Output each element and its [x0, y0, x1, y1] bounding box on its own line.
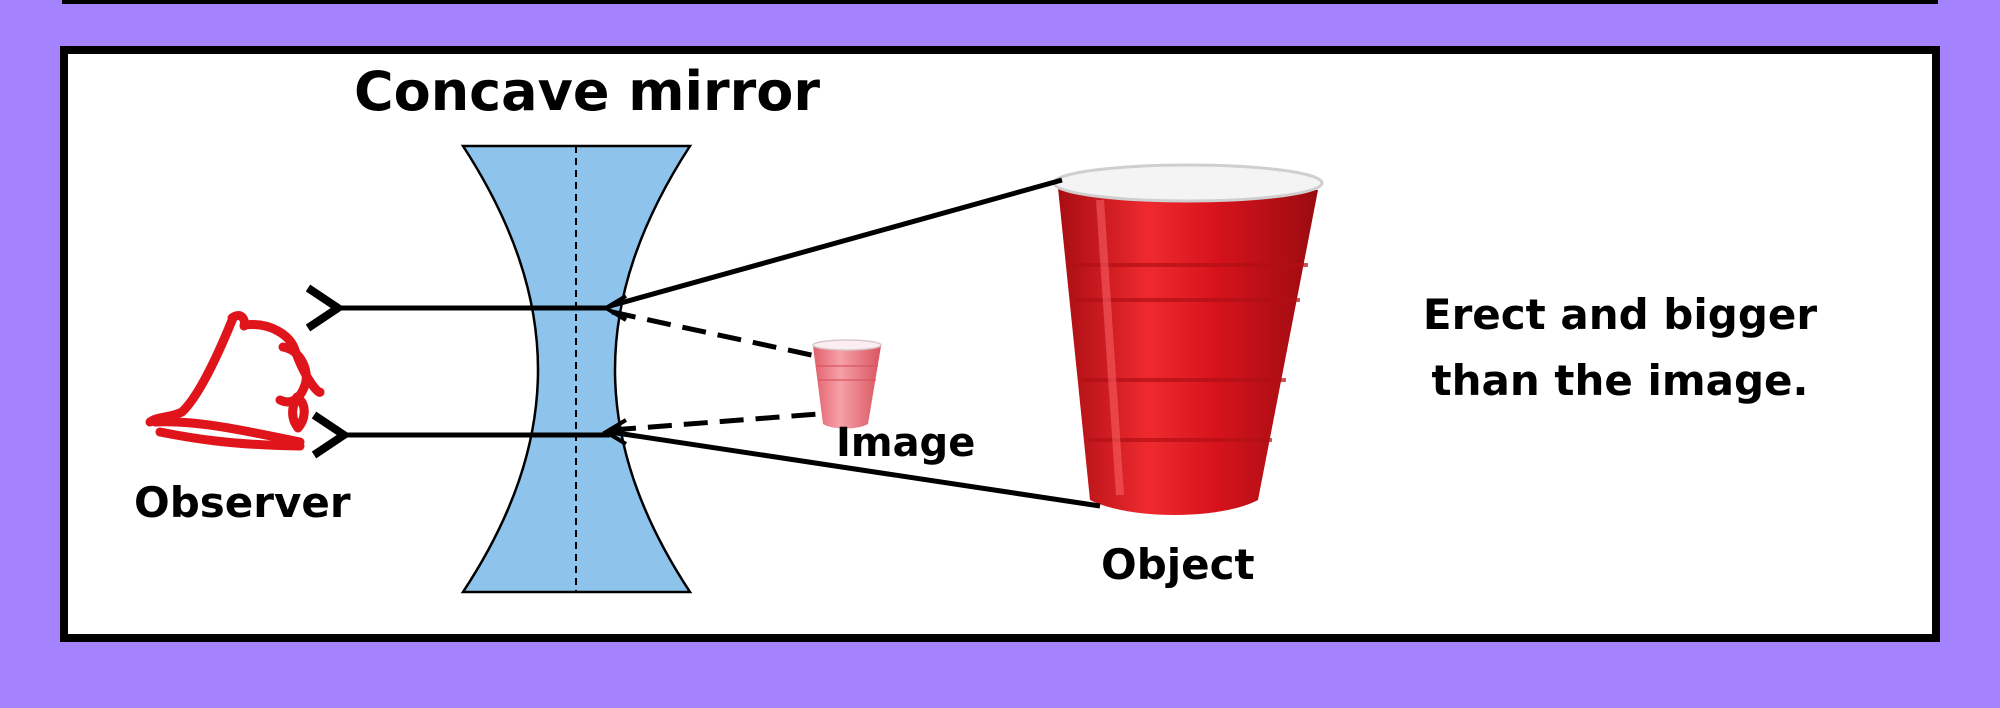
- description-text: Erect and bigger than the image.: [1422, 290, 1818, 405]
- image-label: Image: [836, 420, 976, 466]
- diagram-panel: [60, 46, 1940, 642]
- object-label: Object: [1101, 540, 1255, 589]
- small-pink-cup-icon: [812, 339, 882, 429]
- incident-ray-top: [609, 177, 1063, 309]
- top-divider: [62, 0, 1938, 4]
- arrowhead-top: [602, 294, 628, 322]
- incident-ray-bottom: [609, 429, 1101, 509]
- light-rays: [305, 177, 1101, 509]
- virtual-ray-bottom: [611, 411, 819, 433]
- arrowhead-bottom: [602, 418, 628, 446]
- virtual-ray-top: [611, 309, 817, 359]
- observer-label: Observer: [134, 478, 351, 527]
- mirror: [460, 144, 693, 594]
- red-cup-icon: [1052, 163, 1324, 515]
- eye-icon: [145, 311, 325, 451]
- diagram-title: Concave mirror: [354, 60, 821, 123]
